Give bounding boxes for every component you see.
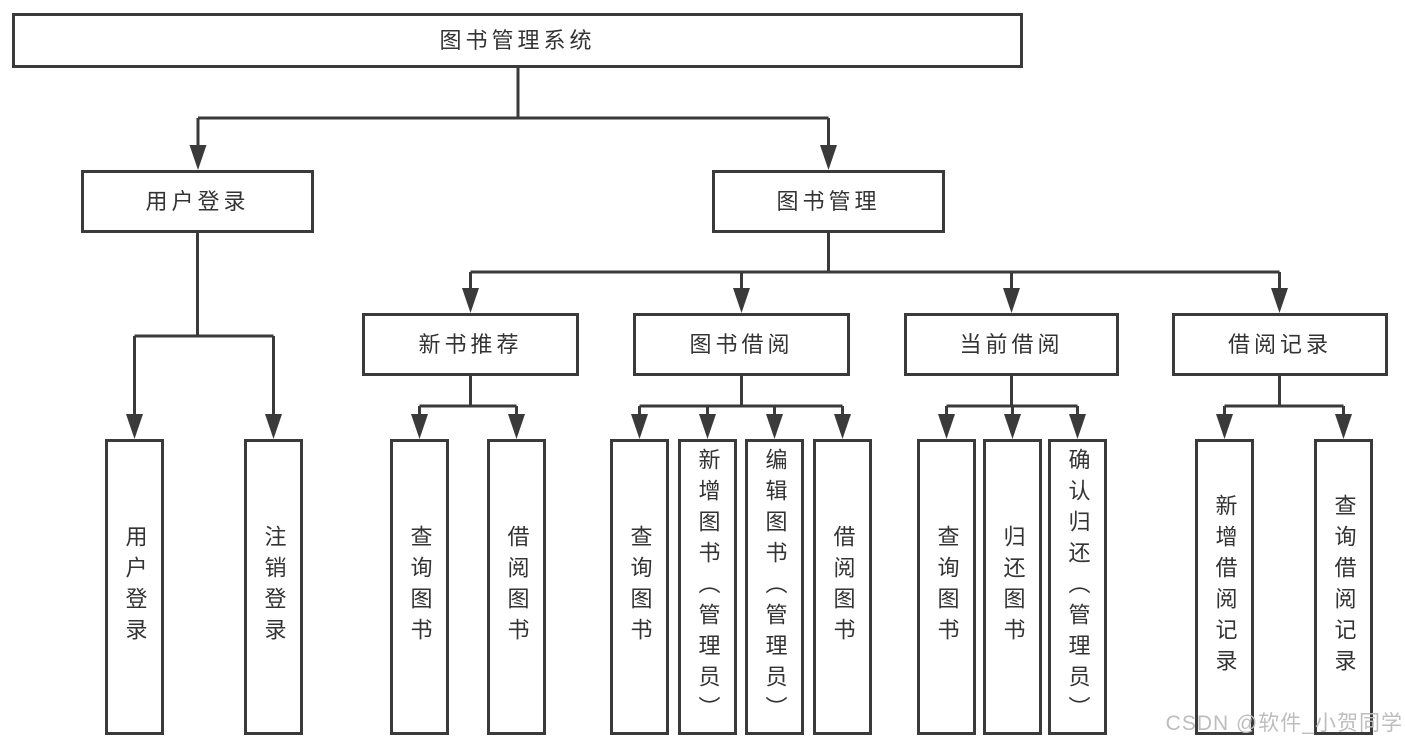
leaf-borrow-books-recommend-label: 借阅图书	[504, 525, 530, 649]
node-new-book-recommend-label: 新书推荐	[418, 331, 523, 357]
leaf-borrow-books-borrowing-label: 借阅图书	[830, 525, 856, 649]
connector-book-borrowing-children	[631, 376, 851, 439]
connector-book-management-to-level3	[462, 233, 1288, 313]
csdn-watermark: CSDN @软件_小贺同学	[1165, 712, 1403, 735]
connector-new-book-recommend-children	[411, 376, 525, 439]
leaf-query-books-current: 查询图书	[917, 439, 976, 735]
node-root: 图书管理系统	[12, 13, 1023, 68]
leaf-user-login: 用户登录	[105, 439, 164, 735]
connector-current-borrowing-children	[938, 376, 1086, 439]
leaf-confirm-return-admin: 确认归还（管理员）	[1048, 439, 1107, 735]
leaf-add-borrow-record: 新增借阅记录	[1195, 439, 1254, 735]
node-user-login-label: 用户登录	[145, 188, 250, 214]
node-book-borrowing: 图书借阅	[633, 313, 850, 376]
leaf-logout-login: 注销登录	[244, 439, 303, 735]
leaf-edit-books-admin-label: 编辑图书（管理员）	[762, 447, 788, 727]
leaf-return-books: 归还图书	[983, 439, 1042, 735]
leaf-borrow-books-borrowing: 借阅图书	[813, 439, 872, 735]
node-book-management-label: 图书管理	[776, 188, 881, 214]
leaf-query-borrow-record-label: 查询借阅记录	[1331, 494, 1357, 680]
node-borrowing-records-label: 借阅记录	[1227, 331, 1332, 357]
leaf-add-books-admin-label: 新增图书（管理员）	[695, 447, 721, 727]
leaf-query-books-recommend-label: 查询图书	[407, 525, 433, 649]
leaf-query-books-current-label: 查询图书	[934, 525, 960, 649]
leaf-query-borrow-record: 查询借阅记录	[1314, 439, 1373, 735]
node-current-borrowing-label: 当前借阅	[959, 331, 1064, 357]
node-user-login: 用户登录	[81, 170, 314, 233]
connector-user-login-children	[126, 233, 282, 439]
leaf-user-login-label: 用户登录	[122, 525, 148, 649]
connector-root-to-level2	[189, 68, 837, 170]
leaf-return-books-label: 归还图书	[1000, 525, 1026, 649]
node-current-borrowing: 当前借阅	[904, 313, 1119, 376]
node-borrowing-records: 借阅记录	[1172, 313, 1388, 376]
leaf-add-borrow-record-label: 新增借阅记录	[1212, 494, 1238, 680]
leaf-edit-books-admin: 编辑图书（管理员）	[745, 439, 804, 735]
connector-borrowing-records-children	[1216, 376, 1352, 439]
leaf-add-books-admin: 新增图书（管理员）	[678, 439, 737, 735]
leaf-query-books-borrowing: 查询图书	[610, 439, 669, 735]
leaf-confirm-return-admin-label: 确认归还（管理员）	[1065, 447, 1091, 727]
node-root-label: 图书管理系统	[439, 27, 596, 53]
node-book-borrowing-label: 图书借阅	[689, 331, 794, 357]
leaf-query-books-borrowing-label: 查询图书	[627, 525, 653, 649]
leaf-logout-login-label: 注销登录	[261, 525, 287, 649]
leaf-borrow-books-recommend: 借阅图书	[487, 439, 546, 735]
leaf-query-books-recommend: 查询图书	[390, 439, 449, 735]
node-new-book-recommend: 新书推荐	[362, 313, 579, 376]
node-book-management: 图书管理	[712, 170, 945, 233]
